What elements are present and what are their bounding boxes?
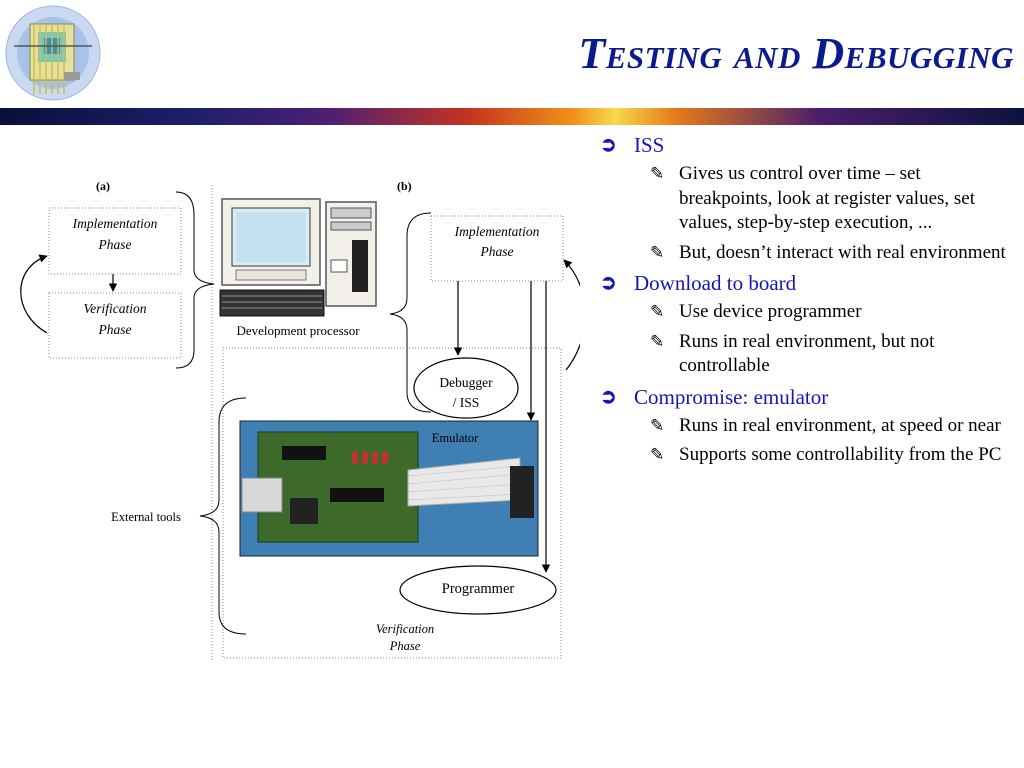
- verif-phase-b-line2: Phase: [389, 639, 421, 653]
- brace-top-b: [389, 212, 432, 413]
- debugger-line1: Debugger: [439, 375, 493, 390]
- sub-bullet: ✎ But, doesn’t interact with real enviro…: [592, 241, 1012, 266]
- impl-phase-a-line2: Phase: [98, 237, 132, 252]
- impl-phase-b-line1: Implementation: [454, 224, 540, 239]
- impl-box-b: [430, 215, 564, 282]
- pen-nib-bullet-icon: ✎: [650, 331, 665, 351]
- external-tools-label: External tools: [111, 510, 181, 524]
- programmer-ellipse: [399, 565, 557, 615]
- sub-bullet-text: Gives us control over time – set breakpo…: [679, 163, 976, 233]
- sub-bullet-text: Supports some controllability from the P…: [679, 444, 1002, 465]
- sub-bullet: ✎ Gives us control over time – set break…: [592, 162, 1012, 236]
- curved-arrow-bullet-icon: ➲: [600, 385, 617, 408]
- pen-nib-bullet-icon: ✎: [650, 445, 665, 464]
- label-b: (b): [397, 179, 412, 193]
- impl-phase-b-line2: Phase: [480, 244, 514, 259]
- impl-box-a: [48, 207, 182, 275]
- verif-box-a: [48, 292, 182, 359]
- slide-title: Testing and Debugging: [578, 29, 1014, 78]
- brace-a: [175, 191, 215, 369]
- pen-nib-bullet-icon: ✎: [650, 242, 665, 262]
- dev-processor-label: Development processor: [236, 323, 360, 338]
- pen-nib-bullet-icon: ✎: [650, 415, 665, 435]
- title-gradient-bar: [0, 108, 1024, 125]
- sub-bullet-text: Use device programmer: [679, 301, 862, 322]
- bullet-iss: ➲ ISS: [592, 132, 1012, 158]
- pen-nib-bullet-icon: ✎: [650, 302, 665, 321]
- impl-phase-a-line1: Implementation: [72, 216, 158, 231]
- sub-bullet-text: Runs in real environment, but not contro…: [679, 330, 935, 377]
- loop-arrow-b: [563, 259, 580, 371]
- sub-bullet: ✎ Use device programmer: [592, 300, 1012, 325]
- bullet-text: ISS: [634, 133, 665, 157]
- debugging-diagram: (a) (b) Implementation Phase Verificatio…: [0, 130, 580, 690]
- diagram-lines: [20, 185, 580, 662]
- verif-phase-a-line2: Phase: [98, 322, 132, 337]
- course-logo: [4, 4, 102, 102]
- brace-external-tools: [199, 397, 247, 635]
- bullet-list: ➲ ISS ✎ Gives us control over time – set…: [592, 132, 1012, 473]
- sub-bullet-text: But, doesn’t interact with real environm…: [679, 241, 1006, 263]
- loop-arrow-a: [20, 254, 48, 334]
- label-a: (a): [96, 179, 110, 193]
- bullet-compromise-emulator: ➲ Compromise: emulator: [592, 384, 1012, 410]
- pen-nib-bullet-icon: ✎: [650, 164, 665, 183]
- sub-bullet-text: Runs in real environment, at speed or ne…: [679, 414, 1001, 436]
- curved-arrow-bullet-icon: ➲: [600, 272, 617, 294]
- bullet-text: Download to board: [634, 271, 797, 295]
- sub-bullet: ✎ Runs in real environment, at speed or …: [592, 414, 1012, 439]
- emulator-board-image: [239, 420, 539, 557]
- sub-bullet: ✎ Supports some controllability from the…: [592, 443, 1012, 468]
- debugger-ellipse: [413, 357, 519, 419]
- sub-bullet: ✎ Runs in real environment, but not cont…: [592, 330, 1012, 379]
- verif-phase-b-line1: Verification: [375, 622, 435, 636]
- bullet-text: Compromise: emulator: [634, 384, 829, 409]
- bullet-download-to-board: ➲ Download to board: [592, 270, 1012, 296]
- curved-arrow-bullet-icon: ➲: [600, 134, 617, 156]
- verif-phase-a-line1: Verification: [83, 301, 147, 316]
- emulator-label: Emulator: [431, 431, 479, 445]
- debugger-line2: / ISS: [452, 395, 480, 410]
- programmer-label: Programmer: [441, 581, 515, 597]
- verif-container-b: [222, 347, 562, 659]
- development-computer-image: [219, 198, 377, 317]
